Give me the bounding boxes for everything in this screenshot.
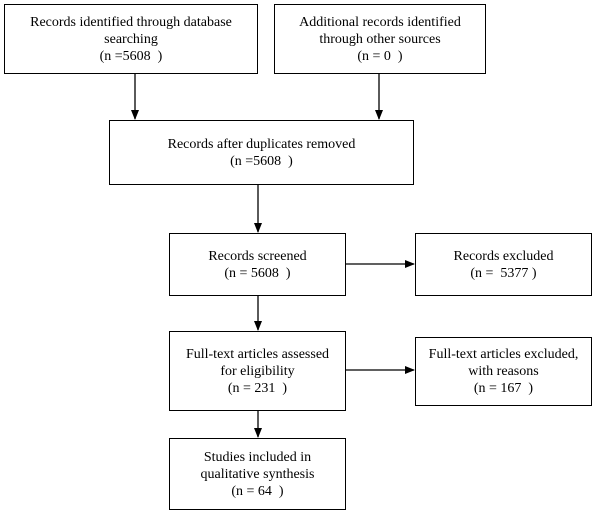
box-count: (n = 5377 ) [470, 265, 537, 281]
box-line: for eligibility [220, 363, 295, 379]
box-records-excluded: Records excluded (n = 5377 ) [415, 233, 592, 296]
box-duplicates-removed: Records after duplicates removed (n =560… [109, 120, 414, 185]
box-line: Studies included in [203, 449, 312, 465]
box-count: (n =5608 ) [230, 153, 293, 169]
box-line: Full-text articles assessed [185, 346, 330, 362]
box-line: searching [104, 31, 158, 47]
box-fulltext-assessed: Full-text articles assessed for eligibil… [169, 331, 346, 411]
box-line: Records identified through database [30, 14, 232, 30]
box-count: (n = 5608 ) [224, 265, 291, 281]
box-line: qualitative synthesis [200, 466, 315, 482]
box-count: (n = 64 ) [231, 483, 284, 499]
box-studies-included: Studies included in qualitative synthesi… [169, 438, 346, 510]
box-count: (n = 167 ) [473, 381, 534, 396]
box-count: (n = 0 ) [357, 48, 403, 64]
box-line: Records excluded [453, 248, 554, 264]
box-line: Records screened [208, 248, 307, 264]
box-line: Records after duplicates removed [167, 136, 356, 152]
box-records-screened: Records screened (n = 5608 ) [169, 233, 346, 296]
box-line: Additional records identified [299, 14, 461, 30]
box-line: Full-text articles excluded, [428, 347, 579, 362]
box-line: through other sources [319, 31, 441, 47]
box-line: with reasons [468, 364, 539, 379]
box-records-identified-database: Records identified through database sear… [4, 4, 258, 74]
box-count: (n = 231 ) [227, 380, 288, 396]
box-additional-records: Additional records identified through ot… [274, 4, 486, 74]
box-count: (n =5608 ) [99, 48, 163, 64]
box-fulltext-excluded: Full-text articles excluded, with reason… [415, 337, 592, 406]
